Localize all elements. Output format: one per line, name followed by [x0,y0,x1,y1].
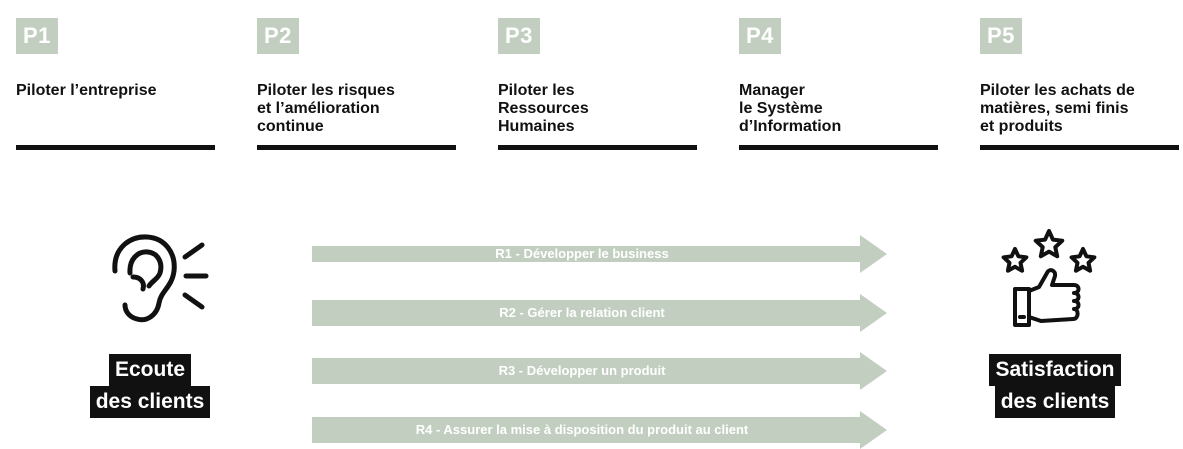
pillar-p3: P3 Piloter les Ressources Humaines [498,18,698,150]
arrow-shape [312,235,887,273]
pillar-title: Manager le Système d’Information [739,82,842,135]
pillar-title: Piloter les risques et l’amélioration co… [257,82,395,135]
pillar-title: Piloter l’entreprise [16,82,157,99]
pillar-badge: P2 [257,18,299,54]
pillar-title: Piloter les Ressources Humaines [498,82,589,135]
pillar-p2: P2 Piloter les risques et l’amélioration… [257,18,457,150]
customer-satisfaction-label: Satisfaction des clients [965,354,1145,418]
pillar-badge: P4 [739,18,781,54]
arrow-shape [312,294,887,332]
process-label: R3 - Développer un produit [498,363,666,378]
thumbs-up-stars-icon [1001,229,1097,327]
pillar-badge: P3 [498,18,540,54]
customer-listening-label: Ecoute des clients [70,354,230,418]
ear-listening-icon [112,234,209,323]
pillar-divider [980,145,1179,150]
process-arrow-r4: R4 - Assurer la mise à disposition du pr… [312,411,887,449]
pillar-badge: P5 [980,18,1022,54]
arrow-shape [312,352,887,390]
process-label: R1 - Développer le business [495,246,669,261]
label-line: Ecoute [108,354,191,386]
pillar-p5: P5 Piloter les achats de matières, semi … [980,18,1180,150]
process-arrow-r2: R2 - Gérer la relation client [312,294,887,332]
pillar-divider [16,145,215,150]
label-line: des clients [994,386,1116,418]
pillar-divider [257,145,456,150]
process-arrow-r1: R1 - Développer le business [312,235,887,273]
pillar-badge: P1 [16,18,58,54]
process-label: R2 - Gérer la relation client [499,305,665,320]
label-line: des clients [89,386,211,418]
arrow-shape [312,411,887,449]
process-arrow-r3: R3 - Développer un produit [312,352,887,390]
label-line: Satisfaction [989,354,1121,386]
pillar-p1: P1 Piloter l’entreprise [16,18,216,150]
pillar-divider [739,145,938,150]
pillar-p4: P4 Manager le Système d’Information [739,18,939,150]
pillar-title: Piloter les achats de matières, semi fin… [980,82,1135,135]
pillar-divider [498,145,697,150]
process-label: R4 - Assurer la mise à disposition du pr… [415,422,749,437]
